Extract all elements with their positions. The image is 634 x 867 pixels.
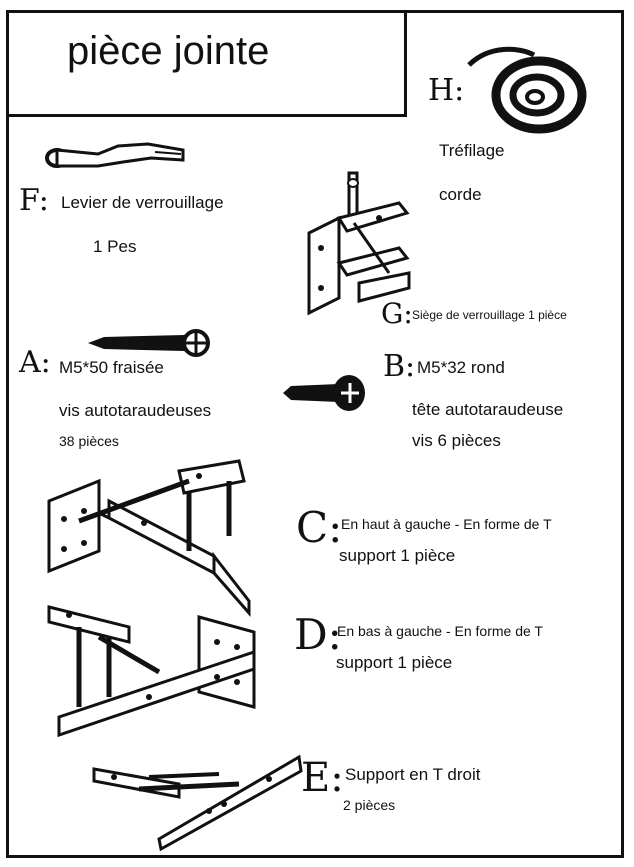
part-d-line2: support 1 pièce (336, 653, 453, 672)
part-f-letter: F: (19, 183, 49, 218)
part-d-line1: En bas à gauche - En forme de T (337, 623, 543, 639)
title-box: pièce jointe (9, 13, 407, 117)
part-d-letter: D: (294, 610, 342, 659)
part-b-letter: B: (383, 349, 416, 384)
part-h-letter: H: (428, 73, 465, 108)
part-g-line1: Siège de verrouillage 1 pièce (412, 308, 567, 322)
part-f-line2: 1 Pes (93, 237, 137, 256)
round-head-screw-illustration (283, 375, 365, 411)
wire-rope-illustration (467, 46, 587, 134)
part-e-letter: E: (301, 755, 344, 801)
part-a-line2: vis autotaraudeuses (59, 401, 212, 420)
part-h-line2: corde (439, 185, 482, 204)
straight-t-bracket-illustration (92, 754, 303, 852)
part-b-line2: tête autotaraudeuse (412, 400, 564, 419)
lock-lever-illustration (45, 142, 185, 168)
part-c-line2: support 1 pièce (339, 546, 456, 565)
part-b-line1: M5*32 rond (417, 358, 505, 377)
part-f-line1: Levier de verrouillage (61, 193, 224, 212)
part-c-line1: En haut à gauche - En forme de T (341, 516, 552, 532)
part-b-line3: vis 6 pièces (412, 431, 501, 450)
parts-sheet: pièce jointe H: Tréfilage corde F: Levie… (6, 10, 624, 858)
part-e-line1: Support en T droit (345, 765, 481, 784)
part-a-line3: 38 pièces (59, 433, 119, 449)
part-a-line1: M5*50 fraisée (59, 358, 164, 377)
part-h-line1: Tréfilage (439, 141, 505, 160)
countersunk-screw-illustration (88, 329, 210, 357)
page-title: pièce jointe (67, 29, 270, 73)
part-e-line2: 2 pièces (343, 797, 396, 813)
part-c-letter: C: (296, 503, 343, 552)
upper-left-t-bracket-illustration (47, 459, 251, 617)
lock-seat-illustration (307, 171, 411, 316)
part-g-letter: G: (381, 297, 413, 330)
lower-left-t-bracket-illustration (47, 605, 256, 738)
part-a-letter: A: (19, 345, 51, 380)
